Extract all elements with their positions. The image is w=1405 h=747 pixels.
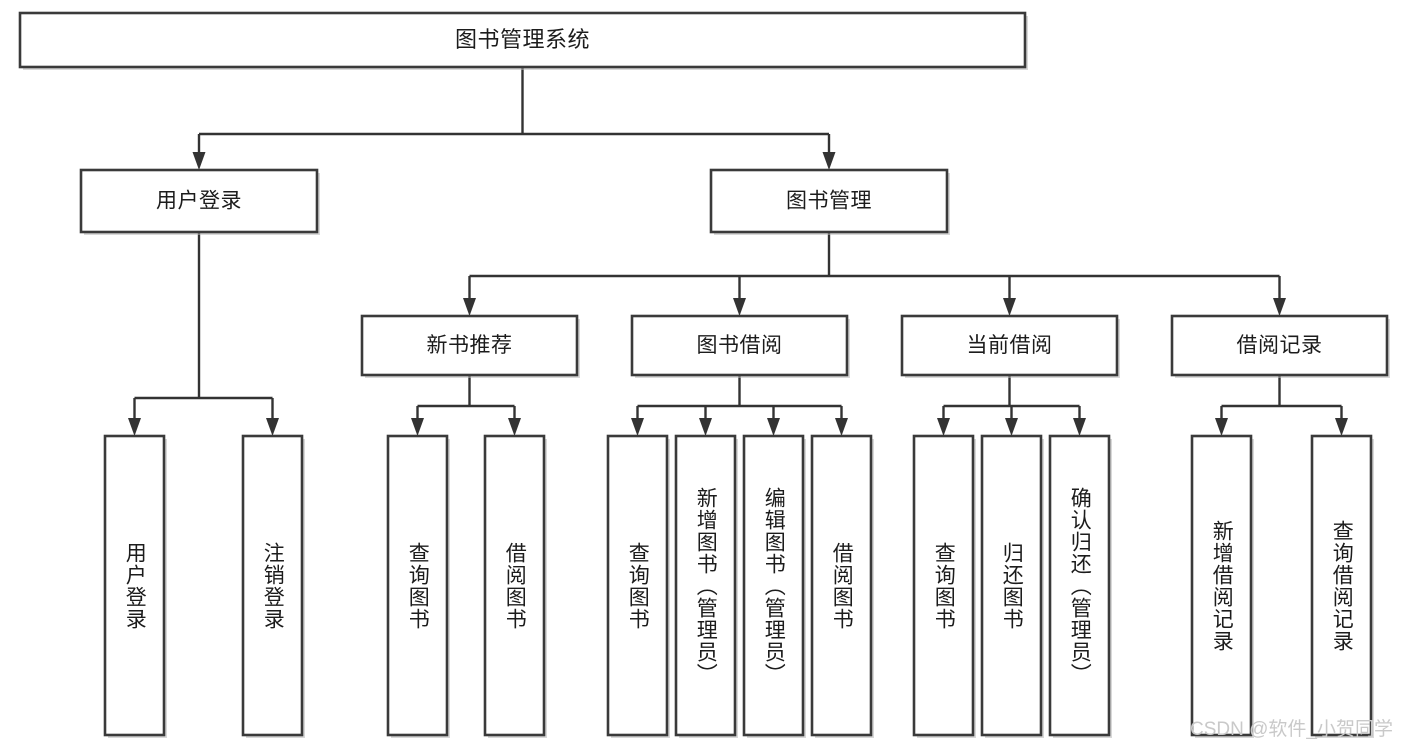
node-label: 新书推荐 — [427, 334, 513, 357]
connector-图书借阅 — [631, 375, 848, 436]
node-box[interactable] — [709, 168, 949, 234]
node-box[interactable] — [980, 434, 1043, 737]
node-查询图书-l3[interactable] — [386, 434, 450, 738]
node-当前借阅-l2[interactable]: 当前借阅 — [900, 314, 1120, 378]
node-图书管理系统-l0[interactable]: 图书管理系统 — [18, 11, 1028, 70]
node-借阅记录-l2[interactable]: 借阅记录 — [1170, 314, 1390, 378]
node-编辑图书-管理员-l3[interactable] — [742, 434, 806, 738]
node-图书借阅-l2[interactable]: 图书借阅 — [630, 314, 850, 378]
connector-图书管理 — [463, 232, 1286, 316]
connector-用户登录 — [128, 232, 279, 436]
node-注销登录-l2[interactable] — [241, 434, 305, 738]
node-label: 当前借阅 — [967, 334, 1053, 357]
node-box[interactable] — [1310, 434, 1373, 737]
node-box[interactable] — [912, 434, 975, 737]
node-label: 图书管理系统 — [455, 27, 590, 52]
node-label: 图书管理 — [786, 190, 872, 213]
connector-借阅记录 — [1215, 375, 1348, 436]
node-box[interactable] — [630, 314, 849, 377]
node-box[interactable] — [241, 434, 304, 737]
connector-图书管理系统 — [192, 67, 836, 170]
node-box[interactable] — [900, 314, 1119, 377]
node-查询借阅记录-l3[interactable] — [1310, 434, 1374, 738]
node-box[interactable] — [1048, 434, 1111, 737]
connector-新书推荐 — [411, 375, 521, 436]
node-归还图书-l3[interactable] — [980, 434, 1044, 738]
node-图书管理-l1[interactable]: 图书管理 — [709, 168, 950, 235]
node-借阅图书-l3[interactable] — [810, 434, 874, 738]
node-label: 借阅记录 — [1237, 334, 1323, 357]
node-box[interactable] — [1190, 434, 1253, 737]
node-box[interactable] — [810, 434, 873, 737]
node-用户登录-l1[interactable]: 用户登录 — [79, 168, 320, 235]
node-box[interactable] — [483, 434, 546, 737]
node-label: 图书借阅 — [697, 334, 783, 357]
node-label: 用户登录 — [156, 190, 242, 213]
node-box[interactable] — [386, 434, 449, 737]
node-box[interactable] — [1170, 314, 1389, 377]
node-确认归还-管理员-l3[interactable] — [1048, 434, 1112, 738]
node-借阅图书-l3[interactable] — [483, 434, 547, 738]
node-box[interactable] — [606, 434, 669, 737]
node-box[interactable] — [674, 434, 737, 737]
node-box[interactable] — [742, 434, 805, 737]
csdn-watermark: CSDN @软件_小贺同学 — [1190, 719, 1393, 740]
node-新书推荐-l2[interactable]: 新书推荐 — [360, 314, 580, 378]
node-新增图书-管理员-l3[interactable] — [674, 434, 738, 738]
connector-当前借阅 — [937, 375, 1086, 436]
node-box[interactable] — [103, 434, 166, 737]
node-box[interactable] — [79, 168, 319, 234]
node-box[interactable] — [18, 11, 1027, 69]
node-用户登录-l2[interactable] — [103, 434, 167, 738]
node-查询图书-l3[interactable] — [912, 434, 976, 738]
node-查询图书-l3[interactable] — [606, 434, 670, 738]
node-新增借阅记录-l3[interactable] — [1190, 434, 1254, 738]
node-box[interactable] — [360, 314, 579, 377]
